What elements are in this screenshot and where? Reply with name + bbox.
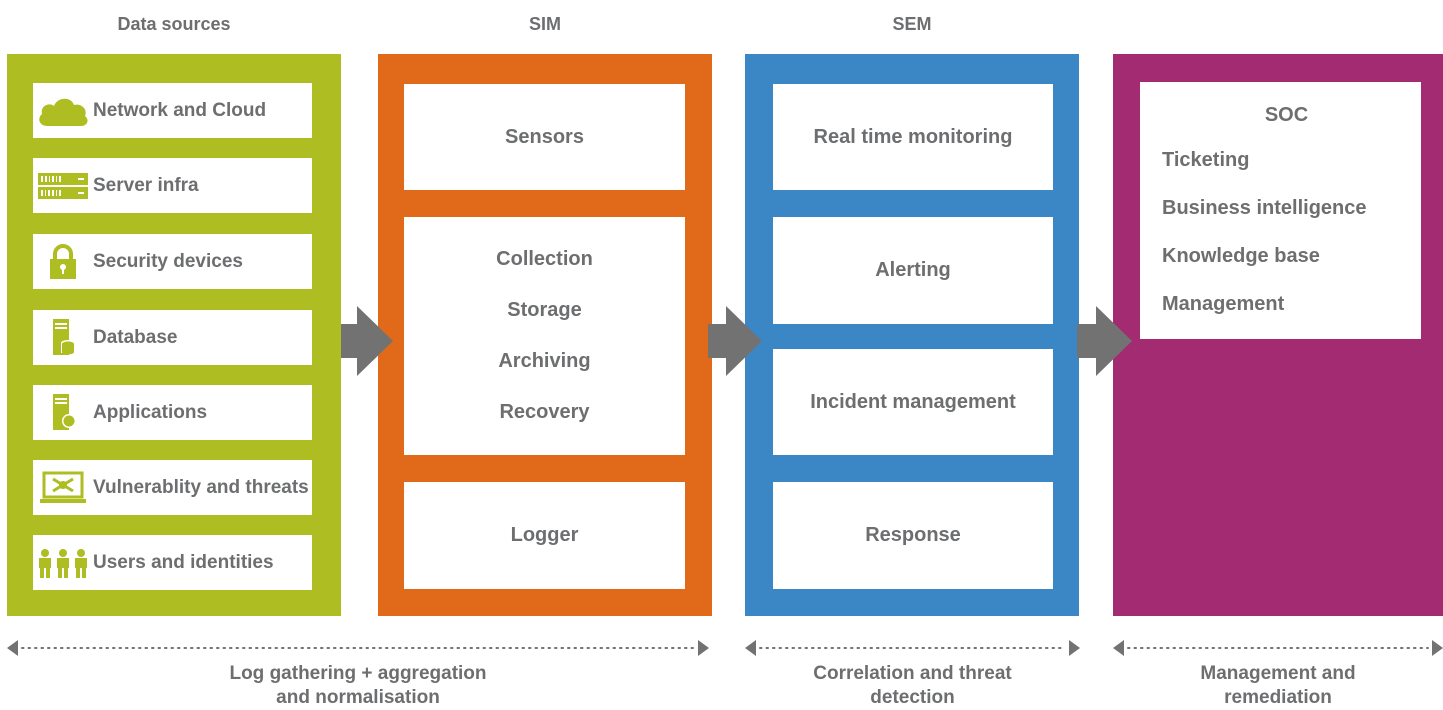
data-source-label: Users and identities [93,551,274,573]
footer-line: Correlation and threat [813,663,1012,684]
alerting-box: Alerting [773,217,1053,324]
application-server-icon [33,385,93,440]
management-column: SOC Ticketing Business intelligence Know… [1113,54,1443,616]
logger-box: Logger [404,482,685,589]
data-source-network-cloud: Network and Cloud [33,83,312,138]
realtime-monitoring-label: Real time monitoring [813,125,1013,148]
users-icon [33,535,93,590]
incident-management-label: Incident management [810,390,1016,413]
data-source-database: Database [33,310,312,365]
soc-title: SOC [1264,104,1309,126]
footer-line: and normalisation [276,687,440,708]
soc-item-management: Management [1162,293,1285,315]
data-source-label: Server infra [93,174,199,196]
soc-item-ticketing: Ticketing [1162,149,1250,171]
alerting-label: Alerting [875,259,951,281]
realtime-monitoring-box: Real time monitoring [773,84,1053,190]
header-data-sources: Data sources [117,14,231,34]
span-line-log-gathering [7,640,709,656]
sensors-box: Sensors [404,84,685,190]
data-source-applications: Applications [33,385,312,440]
footer-line: Log gathering + aggregation [229,663,487,684]
span-line-correlation [745,640,1080,656]
sensors-label: Sensors [505,125,584,148]
flow-arrow-icon [708,306,762,376]
flow-arrow-icon [341,306,393,376]
data-source-label: Security devices [93,250,243,272]
response-label: Response [865,524,961,546]
incident-management-box: Incident management [773,349,1053,455]
footer-correlation: Correlation and threat detection [745,662,1080,710]
soc-item-knowledge-base: Knowledge base [1162,245,1320,267]
footer-remediation: Management and remediation [1113,662,1443,710]
soc-item-business-intelligence: Business intelligence [1162,197,1367,219]
data-source-security-devices: Security devices [33,234,312,289]
data-source-vulnerability: Vulnerablity and threats [33,460,312,515]
database-server-icon [33,310,93,365]
processing-item-recovery: Recovery [499,401,590,423]
footer-line: Management and [1200,663,1356,684]
data-source-server-infra: Server infra [33,158,312,213]
data-sources-column: Network and Cloud Server infra Security … [7,54,341,616]
soc-box: SOC Ticketing Business intelligence Know… [1140,82,1421,339]
laptop-threat-icon [33,460,93,515]
data-source-label: Network and Cloud [93,99,267,121]
logger-label: Logger [510,524,579,546]
processing-item-archiving: Archiving [498,350,591,372]
sim-column: Sensors Collection Storage Archiving Rec… [378,54,712,616]
header-sem: SEM [892,14,932,34]
processing-item-storage: Storage [507,299,582,321]
data-source-label: Database [93,326,178,348]
cloud-icon [33,83,93,138]
flow-arrow-icon [1077,306,1132,376]
footer-line: remediation [1224,687,1332,708]
data-source-users: Users and identities [33,535,312,590]
processing-item-collection: Collection [496,248,593,270]
footer-log-gathering: Log gathering + aggregation and normalis… [7,662,709,710]
data-source-label: Applications [93,401,208,423]
header-sim: SIM [528,14,561,34]
footer-line: detection [870,687,955,708]
span-line-remediation [1113,640,1443,656]
data-source-label: Vulnerablity and threats [93,476,309,498]
processing-box: Collection Storage Archiving Recovery [404,217,685,455]
response-box: Response [773,482,1053,589]
server-rack-icon [33,158,93,213]
sem-column: Real time monitoring Alerting Incident m… [745,54,1079,616]
lock-icon [33,234,93,289]
